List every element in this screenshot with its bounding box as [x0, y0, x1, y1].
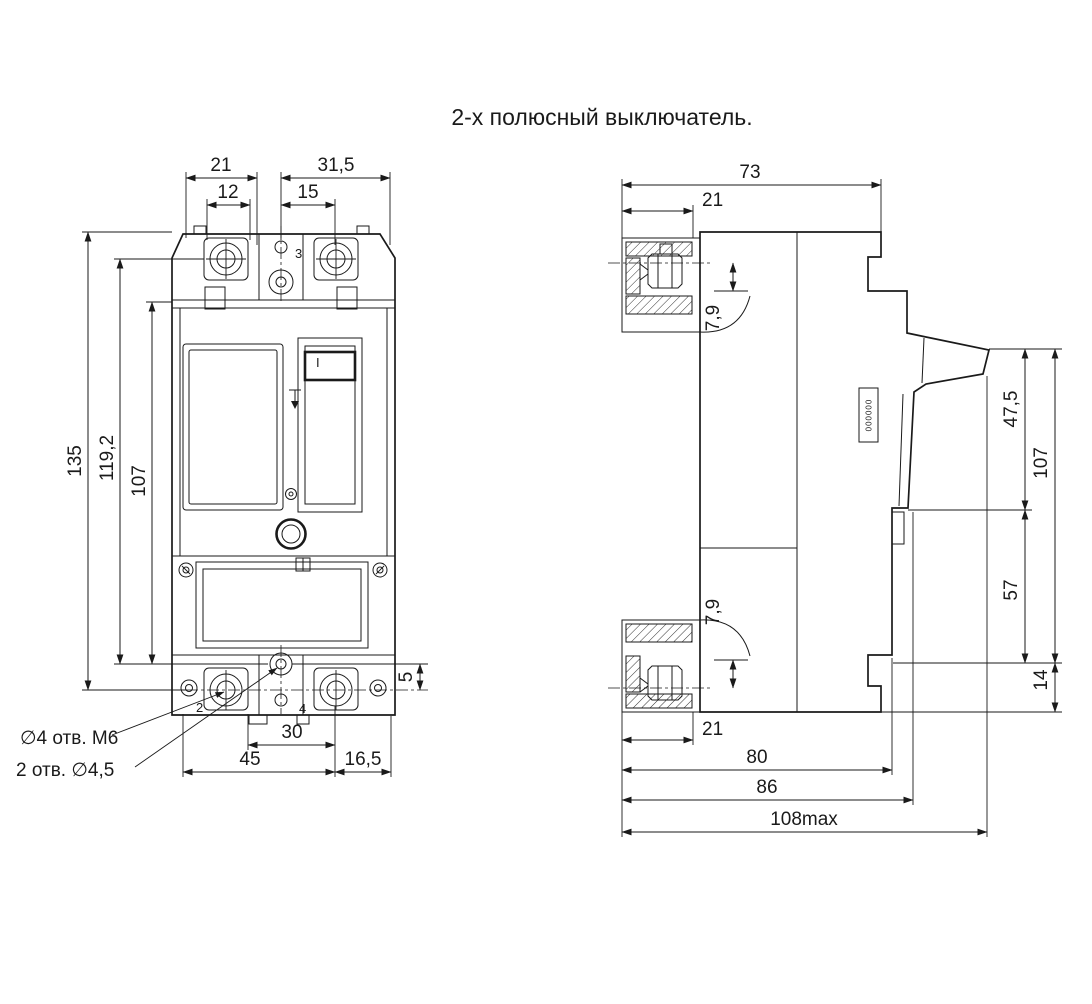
- dim-21-side-bottom: 21: [702, 719, 723, 740]
- handle-recess-inner: [304, 345, 356, 505]
- dim-21-top: 21: [210, 155, 231, 176]
- dim-107-side: 107: [1031, 447, 1052, 479]
- cover-screw: [285, 488, 297, 500]
- dim-15: 15: [297, 182, 318, 203]
- dim-119-2: 119,2: [97, 435, 118, 481]
- dim-12: 12: [217, 182, 238, 203]
- bottom-clamp-screw: [647, 665, 683, 701]
- terminal-2-mark: 2: [196, 700, 203, 715]
- top-terminal-bolt-right: [316, 239, 356, 279]
- dim-135: 135: [65, 445, 86, 477]
- dim-45: 45: [239, 749, 260, 770]
- edge-hole-right: [369, 679, 387, 697]
- dim-107-front: 107: [129, 465, 150, 497]
- dim-31-5: 31,5: [318, 155, 355, 176]
- rating-plate: [858, 387, 879, 443]
- dim-108max: 108max: [770, 809, 838, 830]
- side-bottom-terminal: [608, 619, 712, 713]
- dim-21-side-top: 21: [702, 190, 723, 211]
- dim-30: 30: [281, 722, 302, 743]
- vent-slot-right: [336, 286, 358, 310]
- front-top-tab-right: [356, 225, 370, 235]
- dim-80: 80: [746, 747, 767, 768]
- dim-86: 86: [756, 777, 777, 798]
- top-terminal-pad-right: [313, 237, 359, 281]
- terminal-4-mark: 4: [299, 701, 306, 716]
- front-top-tab-left: [193, 225, 207, 235]
- label-window-outer: [182, 343, 284, 511]
- front-view-dimensions: 21 31,5 12 15 135 119,2 107 5 30 45 1: [16, 155, 428, 781]
- vent-slot-left: [204, 286, 226, 310]
- side-view-dimensions: 73 21 7,9 7,9 47,5 57 107 14 21 80: [621, 162, 1062, 837]
- on-mark: I: [316, 355, 320, 370]
- front-body-outline: [171, 233, 396, 716]
- dim-73: 73: [739, 162, 760, 183]
- side-clip-detail: [891, 511, 905, 545]
- plate-screw-left: [178, 562, 194, 578]
- front-view: 3 I: [171, 225, 396, 725]
- lower-plate-outer: [195, 561, 369, 649]
- top-fillet-arc: [699, 295, 751, 333]
- side-view: 000000: [608, 231, 991, 713]
- bottom-fillet-arc: [699, 619, 751, 657]
- dim-57: 57: [1001, 579, 1022, 600]
- dim-14: 14: [1031, 669, 1052, 691]
- edge-hole-left: [180, 679, 198, 697]
- dim-7-9-top: 7,9: [703, 305, 724, 331]
- handle-recess-outer: [297, 337, 363, 513]
- toggle-handle: [303, 350, 357, 382]
- note-4-5-holes: 2 отв. ∅4,5: [16, 760, 114, 781]
- label-window-inner: [188, 349, 278, 505]
- plate-screw-right: [372, 562, 388, 578]
- top-terminal-bolt-left: [206, 239, 246, 279]
- side-body-outline: [699, 231, 991, 713]
- dim-47-5: 47,5: [1001, 391, 1022, 428]
- note-m6-holes: ∅4 отв. М6: [20, 728, 118, 749]
- test-button: [275, 518, 307, 550]
- rating-plate-digits: 000000: [865, 399, 874, 432]
- lower-plate-inner: [202, 568, 362, 642]
- terminal-3-mark: 3: [295, 246, 302, 261]
- dim-5: 5: [396, 672, 417, 683]
- side-top-terminal: [608, 237, 712, 333]
- dim-7-9-bottom: 7,9: [703, 599, 724, 625]
- top-clamp-screw: [647, 253, 683, 289]
- drawing-title: 2-х полюсный выключатель.: [451, 104, 752, 130]
- dim-16-5: 16,5: [345, 749, 382, 770]
- front-bottom-tab-left: [248, 714, 268, 725]
- trip-arrow-symbol: [289, 389, 301, 409]
